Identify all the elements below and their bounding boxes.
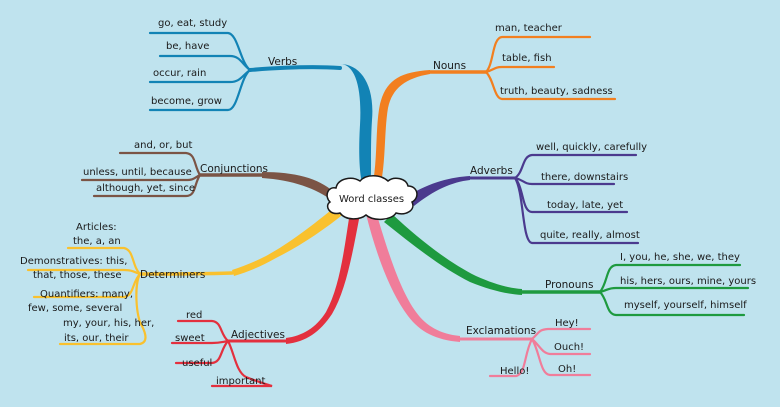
pronouns-item-1: I, you, he, she, we, they — [620, 252, 740, 263]
conjunctions-item-2: unless, until, because — [83, 167, 192, 178]
pronouns-label: Pronouns — [545, 279, 594, 291]
exclamations-item-1: Hey! — [555, 318, 579, 329]
pronouns-item-2: his, hers, ours, mine, yours — [620, 276, 756, 287]
verbs-item-2: be, have — [166, 41, 209, 52]
adverbs-trunk — [408, 176, 470, 206]
verbs-item-1: go, eat, study — [158, 18, 227, 29]
pronouns-leaf-1 — [598, 263, 742, 294]
conjunctions-trunk — [262, 172, 334, 202]
determiners-item-1a: Articles: — [76, 222, 117, 233]
adverbs-label: Adverbs — [470, 165, 513, 177]
conjunctions-leaf-1 — [118, 151, 202, 177]
adverbs-leaf-1 — [513, 153, 638, 180]
branch-adjectives: Adjectives red sweet useful important — [170, 212, 360, 388]
adjectives-leaf-4 — [210, 339, 273, 388]
adjectives-leaf-2 — [170, 339, 230, 345]
adverbs-item-4: quite, really, almost — [540, 230, 640, 241]
determiners-leaf-1 — [66, 246, 142, 276]
pronouns-trunk — [384, 214, 522, 295]
branch-verbs: Verbs go, eat, study be, have occur, rai… — [148, 18, 373, 190]
conjunctions-label: Conjunctions — [200, 163, 268, 175]
determiners-trunk — [232, 206, 346, 276]
exclamations-leaf-1 — [530, 327, 592, 341]
nouns-label: Nouns — [433, 60, 466, 72]
center-node: Word classes — [326, 175, 418, 221]
branch-exclamations: Exclamations Hey! Ouch! Oh! Hello! — [366, 212, 592, 378]
adverbs-item-2: there, downstairs — [541, 172, 628, 183]
verbs-label: Verbs — [268, 56, 297, 68]
exclamations-trunk — [366, 212, 460, 342]
pronouns-leaf-3 — [598, 290, 746, 317]
determiners-leaf-2 — [26, 268, 142, 276]
center-label: Word classes — [339, 194, 404, 205]
determiners-label: Determiners — [140, 269, 205, 281]
exclamations-item-2: Ouch! — [554, 342, 584, 353]
adjectives-item-3: useful — [182, 358, 212, 369]
center-cloud — [326, 175, 418, 221]
nouns-item-3: truth, beauty, sadness — [500, 86, 613, 97]
verbs-leaf-2 — [158, 54, 252, 72]
adverbs-item-1: well, quickly, carefully — [536, 142, 647, 153]
verbs-leaf-4 — [148, 68, 252, 112]
nouns-trunk — [372, 70, 430, 188]
exclamations-leaf-3 — [530, 337, 592, 377]
adjectives-leaf-1 — [176, 319, 230, 343]
adjectives-trunk — [286, 212, 360, 344]
nouns-item-1: man, teacher — [495, 23, 563, 34]
adjectives-label: Adjectives — [231, 329, 285, 341]
determiners-item-2b: that, those, these — [33, 270, 122, 281]
branch-nouns: Nouns man, teacher table, fish truth, be… — [372, 23, 617, 188]
verbs-item-3: occur, rain — [153, 68, 206, 79]
pronouns-leaf-2 — [598, 286, 750, 294]
adjectives-leaf-3 — [174, 339, 230, 365]
exclamations-item-4: Hello! — [500, 366, 529, 377]
verbs-trunk — [340, 64, 373, 190]
conjunctions-item-1: and, or, but — [134, 140, 192, 151]
pronouns-item-3: myself, yourself, himself — [624, 300, 747, 311]
conjunctions-item-3: although, yet, since — [96, 183, 195, 194]
exclamations-leaf-4 — [488, 337, 534, 378]
adverbs-leaf-2 — [513, 176, 616, 186]
determiners-item-3b: few, some, several — [28, 303, 122, 314]
nouns-item-2: table, fish — [502, 53, 552, 64]
branch-pronouns: Pronouns I, you, he, she, we, they his, … — [384, 214, 756, 317]
adjectives-item-1: red — [186, 310, 202, 321]
verbs-stem — [248, 65, 342, 72]
adverbs-leaf-4 — [513, 176, 640, 245]
nouns-leaf-2 — [484, 65, 556, 74]
determiners-item-4a: my, your, his, her, — [63, 318, 154, 329]
adjectives-item-2: sweet — [175, 333, 205, 344]
exclamations-label: Exclamations — [466, 325, 536, 337]
branch-adverbs: Adverbs well, quickly, carefully there, … — [408, 142, 647, 245]
determiners-item-1b: the, a, an — [73, 236, 121, 247]
verbs-item-4: become, grow — [151, 96, 222, 107]
determiners-item-2a: Demonstratives: this, — [20, 256, 127, 267]
nouns-leaf-3 — [484, 70, 617, 101]
branch-conjunctions: Conjunctions and, or, but unless, until,… — [80, 140, 334, 202]
adverbs-item-3: today, late, yet — [547, 200, 623, 211]
determiners-leaf-4 — [58, 272, 147, 346]
determiners-item-3a: Quantifiers: many, — [40, 289, 133, 300]
nouns-leaf-1 — [484, 35, 592, 74]
branch-determiners: Determiners Articles: the, a, an Demonst… — [20, 206, 346, 346]
conjunctions-leaf-3 — [92, 173, 202, 198]
adjectives-item-4: important — [216, 376, 265, 387]
determiners-stem — [138, 271, 234, 276]
determiners-item-4b: its, our, their — [64, 333, 129, 344]
exclamations-item-3: Oh! — [558, 364, 576, 375]
